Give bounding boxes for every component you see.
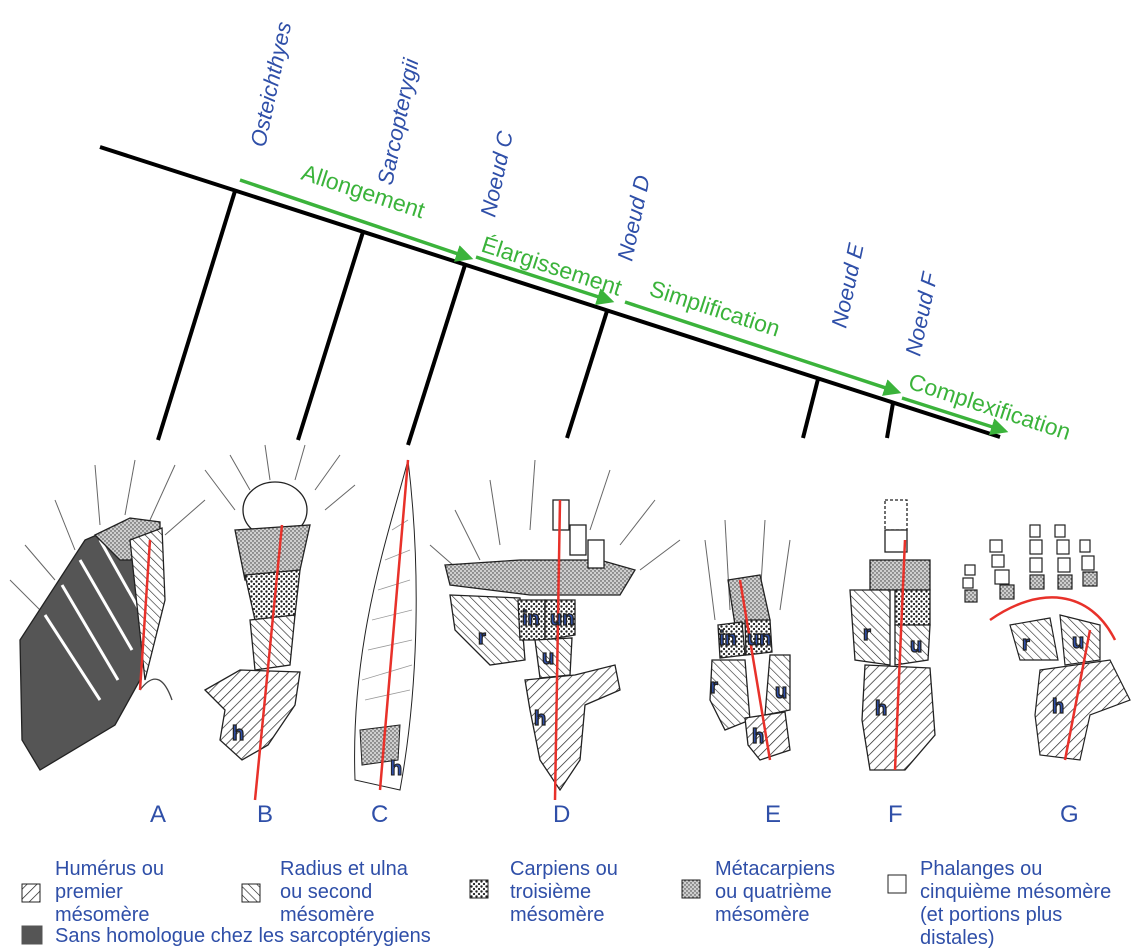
panel-letter-c: C [371,801,388,828]
swatch-no-homolog [22,926,42,944]
bone-label-h: h [534,708,546,730]
swatch-carpals [470,880,488,898]
legend-radius-line-1: Radius et ulna [280,858,409,880]
panel-letter-f: F [888,801,903,828]
bone-label-in: in [719,628,737,650]
fin-e-metacarpal [728,575,770,625]
legend-metacarpals-line-1: Métacarpiens [715,858,835,880]
bone-label-un: un [550,608,574,630]
fin-c: h [355,460,417,790]
swatch-phalanges [888,875,906,893]
legend-phalanges-line-1: Phalanges ou [920,858,1042,880]
legend-metacarpals-line-3: mésomère [715,904,809,926]
fin-d: r in un u h [430,460,680,800]
bone-label-h: h [390,758,402,780]
panel-letter-a: A [150,801,166,828]
trend-label-allongement: Allongement [298,159,428,223]
fin-d-dark-row [445,560,635,595]
node-label-noeud-d: Noeud D [612,173,655,263]
fin-d-phalanx [588,540,604,568]
legend-metacarpals: Métacarpiens ou quatrième mésomère [682,858,835,926]
branch-d [567,311,607,438]
fin-d-phalanx [570,525,586,555]
bone-label-u: u [542,647,554,669]
swatch-radius [242,884,260,902]
bone-label-h: h [875,698,887,720]
fin-f-carpal [895,590,930,625]
legend-carpals-line-2: troisième [510,881,591,903]
fin-b-humerus [205,670,300,760]
legend-radius-line-2: ou second [280,881,372,903]
legend-humerus-line-3: mésomère [55,904,149,926]
branch-f [887,403,893,438]
bone-label-h: h [752,726,764,748]
panel-letter-b: B [257,801,273,828]
fin-f-metacarpal [870,560,930,590]
legend-carpals: Carpiens ou troisième mésomère [470,858,618,926]
main-axis [100,147,1000,437]
branch-c [408,265,465,445]
legend-carpals-line-1: Carpiens ou [510,858,618,880]
swatch-metacarpals [682,880,700,898]
branch-b [298,232,363,440]
bone-label-u: u [775,681,787,703]
panel-letters: A B C D E F G [150,801,1079,828]
legend-metacarpals-line-2: ou quatrième [715,881,832,903]
swatch-humerus [22,884,40,902]
panel-letter-g: G [1060,801,1079,828]
fin-g-radius [1010,618,1058,660]
fin-g-metacarpals [965,572,1097,602]
legend: Humérus ou premier mésomère Radius et ul… [22,858,1111,949]
fin-e: in un r u h [705,520,790,760]
legend-no-homolog: Sans homologue chez les sarcoptérygiens [22,925,431,947]
bone-label-un: un [747,628,771,650]
fin-g: r u h [963,525,1130,760]
panel-letter-d: D [553,801,570,828]
legend-carpals-line-3: mésomère [510,904,604,926]
fin-d-radius [450,595,525,665]
legend-humerus-line-1: Humérus ou [55,858,164,880]
cladogram: Allongement Élargissement Simplification… [100,19,1074,445]
fin-g-digits [963,525,1094,588]
legend-radius-line-3: mésomère [280,904,374,926]
bone-label-u: u [1072,631,1084,653]
bone-label-r: r [863,623,871,645]
legend-phalanges-line-3: (et portions plus [920,904,1062,926]
node-label-noeud-f: Noeud F [900,269,942,358]
legend-phalanges-line-2: cinquième mésomère [920,881,1111,903]
legend-phalanges-line-4: distales) [920,927,994,949]
fin-b: h [205,445,355,800]
fin-f: r u h [850,500,935,770]
fin-a [10,460,205,770]
legend-no-homolog-text: Sans homologue chez les sarcoptérygiens [55,925,431,947]
node-label-sarcopterygii: Sarcopterygii [372,55,423,187]
bone-label-in: in [522,608,540,630]
legend-radius: Radius et ulna ou second mésomère [242,858,409,926]
branch-a [158,191,235,440]
node-label-noeud-c: Noeud C [475,129,518,219]
bone-label-h: h [232,723,244,745]
bone-label-r: r [710,676,718,698]
branch-e [803,379,818,438]
node-label-noeud-e: Noeud E [826,241,868,330]
fin-f-phalanx [885,500,907,530]
bone-label-h: h [1052,696,1064,718]
legend-phalanges: Phalanges ou cinquième mésomère (et port… [888,858,1111,949]
legend-humerus: Humérus ou premier mésomère [22,858,164,926]
bone-label-r: r [1022,633,1030,655]
node-label-osteichthyes: Osteichthyes [245,19,296,149]
panel-letter-e: E [765,801,781,828]
bone-label-u: u [910,635,922,657]
legend-humerus-line-2: premier [55,881,123,903]
bone-label-r: r [478,627,486,649]
